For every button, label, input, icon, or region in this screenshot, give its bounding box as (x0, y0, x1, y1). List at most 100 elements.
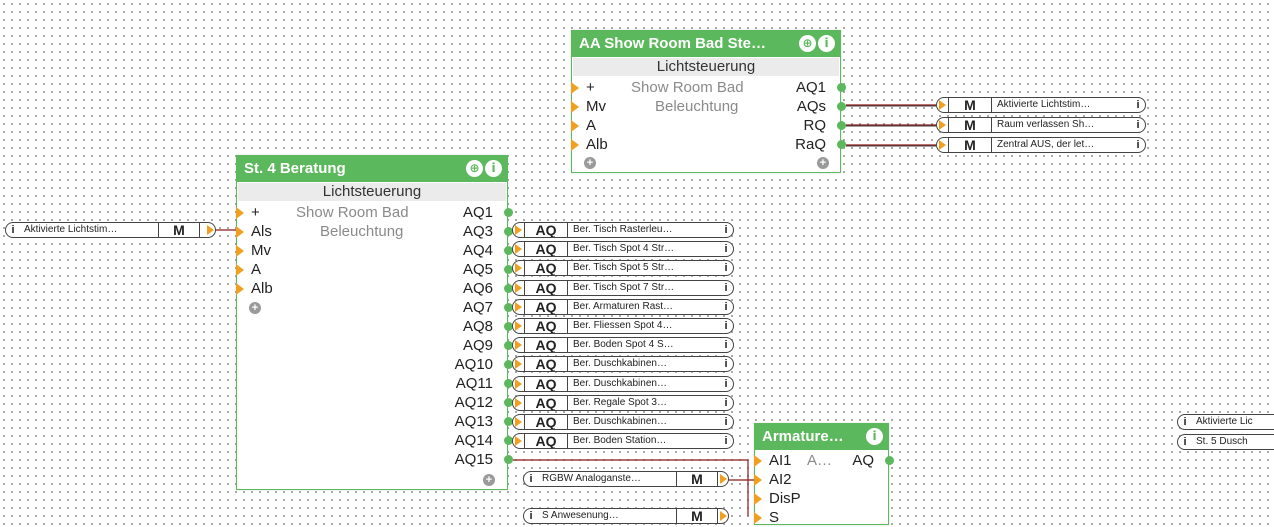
info-icon[interactable]: i (1183, 436, 1187, 448)
info-icon[interactable]: i (724, 416, 728, 428)
input-port[interactable]: Mv (251, 242, 271, 259)
add-port-icon[interactable]: + (483, 474, 495, 486)
add-port-icon[interactable]: + (249, 302, 261, 314)
input-connector[interactable] (515, 340, 522, 350)
output-port[interactable]: AQ10 (454, 356, 493, 373)
output-port[interactable]: AQ (852, 452, 874, 469)
output-connector[interactable] (504, 398, 513, 407)
output-connector[interactable] (504, 227, 513, 236)
input-connector[interactable] (515, 321, 522, 331)
input-connector[interactable] (236, 207, 244, 219)
output-port[interactable]: AQ1 (795, 79, 826, 96)
output-connector[interactable] (504, 417, 513, 426)
info-icon[interactable]: i (11, 224, 15, 236)
output-port[interactable]: RaQ (795, 136, 826, 153)
input-connector[interactable] (236, 264, 244, 276)
output-port[interactable]: AQ3 (462, 223, 493, 240)
input-connector[interactable] (571, 139, 579, 151)
info-icon[interactable]: i (724, 224, 728, 236)
output-connector[interactable] (504, 303, 513, 312)
info-icon[interactable]: i (724, 358, 728, 370)
input-port[interactable]: AI1 (769, 452, 792, 469)
output-port[interactable]: AQ13 (454, 413, 493, 430)
input-port[interactable]: A (251, 261, 262, 278)
input-connector[interactable] (515, 417, 522, 427)
input-port[interactable]: S (769, 509, 780, 526)
input-connector[interactable] (515, 263, 522, 273)
info-icon[interactable]: i (529, 473, 533, 485)
info-icon[interactable]: i (724, 378, 728, 390)
input-connector[interactable] (571, 82, 579, 94)
output-connector[interactable] (504, 246, 513, 255)
output-port[interactable]: AQ4 (462, 242, 493, 259)
output-port[interactable]: AQ15 (454, 451, 493, 468)
wire-aq15[interactable] (512, 459, 749, 516)
output-connector[interactable] (837, 140, 846, 149)
output-connector[interactable] (504, 341, 513, 350)
output-connector[interactable] (837, 121, 846, 130)
output-port[interactable]: AQ12 (454, 394, 493, 411)
block-header[interactable]: St. 4 Beratung (237, 156, 507, 182)
input-connector[interactable] (236, 245, 244, 257)
output-connector[interactable] (720, 474, 727, 484)
output-connector[interactable] (504, 436, 513, 445)
output-connector[interactable] (720, 511, 727, 521)
input-connector[interactable] (515, 283, 522, 293)
info-icon[interactable]: i (818, 35, 835, 52)
input-port[interactable]: Mv (586, 98, 606, 115)
output-connector[interactable] (504, 284, 513, 293)
output-port[interactable]: AQ8 (462, 318, 493, 335)
input-connector[interactable] (754, 474, 762, 486)
output-connector[interactable] (504, 379, 513, 388)
info-icon[interactable]: i (724, 339, 728, 351)
output-port[interactable]: AQ9 (462, 337, 493, 354)
output-port[interactable]: AQ7 (462, 299, 493, 316)
input-connector[interactable] (571, 101, 579, 113)
info-icon[interactable]: i (1136, 139, 1140, 151)
input-connector[interactable] (939, 120, 946, 130)
block-st4-beratung[interactable]: St. 4 Beratung ⊕i Lichtsteuerung Show Ro… (236, 155, 513, 490)
output-connector[interactable] (504, 322, 513, 331)
input-connector[interactable] (515, 379, 522, 389)
info-icon[interactable]: i (724, 397, 728, 409)
move-icon[interactable]: ⊕ (799, 35, 816, 52)
info-icon[interactable]: i (485, 160, 502, 177)
input-port[interactable]: A (586, 117, 597, 134)
move-icon[interactable]: ⊕ (466, 160, 483, 177)
output-connector[interactable] (504, 265, 513, 274)
info-icon[interactable]: i (724, 262, 728, 274)
input-connector[interactable] (515, 244, 522, 254)
info-icon[interactable]: i (724, 243, 728, 255)
info-icon[interactable]: i (724, 301, 728, 313)
block-header[interactable]: AA Show Room Bad Ste… (572, 31, 840, 57)
input-port[interactable]: + (586, 79, 595, 96)
output-connector[interactable] (504, 208, 513, 217)
input-connector[interactable] (236, 226, 244, 238)
output-port[interactable]: AQ5 (462, 261, 493, 278)
input-connector[interactable] (754, 455, 762, 467)
block-header[interactable]: Armature… (755, 424, 888, 450)
output-port[interactable]: AQ6 (462, 280, 493, 297)
output-connector[interactable] (837, 102, 846, 111)
input-port[interactable]: AI2 (769, 471, 792, 488)
info-icon[interactable]: i (529, 510, 533, 522)
output-port[interactable]: AQ1 (462, 204, 493, 221)
input-connector[interactable] (236, 283, 244, 295)
add-port-icon[interactable]: + (584, 157, 596, 169)
input-port[interactable]: DisP (769, 490, 801, 507)
